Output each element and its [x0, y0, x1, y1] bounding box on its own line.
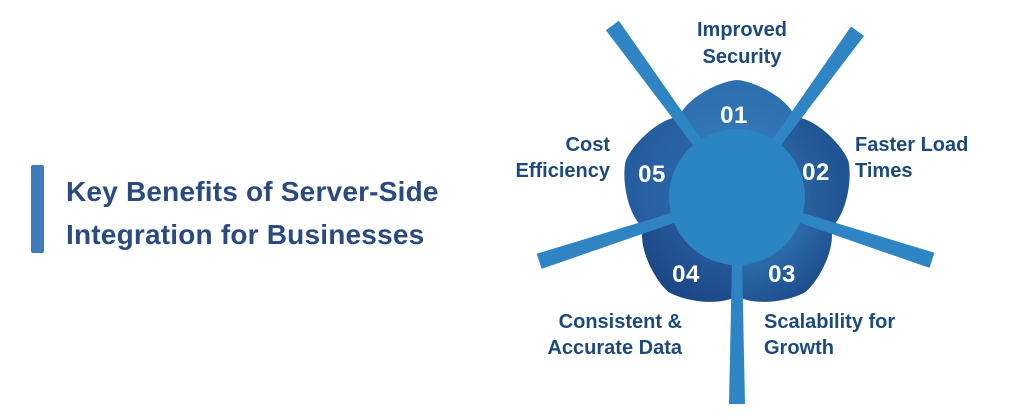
center-circle: [669, 129, 805, 265]
page-title-line1: Key Benefits of Server-Side: [66, 176, 439, 207]
label-cost-efficiency: Cost Efficiency: [516, 132, 610, 184]
title-accent-bar: [31, 165, 44, 253]
label-faster-load-times: Faster Load Times: [855, 132, 968, 184]
petal-number-02: 02: [802, 159, 830, 186]
page-title: Key Benefits of Server-Side Integration …: [66, 170, 439, 256]
label-scalability-for-growth: Scalability for Growth: [764, 309, 895, 361]
ray-top-right: [769, 26, 864, 150]
label-cost-efficiency-line2: Efficiency: [515, 160, 610, 182]
label-consistent-accurate-data-line1: Consistent &: [558, 311, 682, 333]
label-cost-efficiency-line1: Cost: [565, 134, 610, 156]
page-title-line2: Integration for Businesses: [66, 219, 425, 250]
label-improved-security-line1: Improved: [696, 19, 788, 41]
label-consistent-accurate-data-line2: Accurate Data: [547, 337, 682, 359]
petal-number-01: 01: [720, 102, 748, 129]
ray-top-left: [605, 20, 705, 150]
label-improved-security: Improved Security: [642, 17, 842, 71]
label-faster-load-times-line1: Faster Load: [855, 134, 969, 156]
petal-number-04: 04: [672, 261, 700, 288]
label-faster-load-times-line2: Times: [855, 160, 913, 182]
label-scalability-for-growth-line2: Growth: [764, 337, 834, 359]
label-consistent-accurate-data: Consistent & Accurate Data: [547, 309, 682, 361]
petal-number-03: 03: [768, 261, 796, 288]
ray-bottom: [729, 259, 745, 404]
ray-bottom-left: [536, 211, 680, 269]
label-scalability-for-growth-line1: Scalability for: [764, 311, 896, 333]
petal-number-05: 05: [638, 161, 666, 188]
ray-right: [794, 211, 935, 268]
label-improved-security-line2: Security: [702, 46, 782, 68]
